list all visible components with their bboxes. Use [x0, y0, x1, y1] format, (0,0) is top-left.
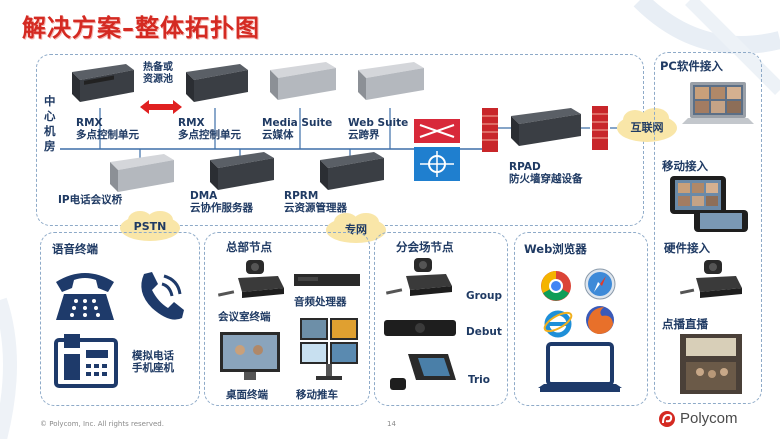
- group-label: Group: [466, 290, 503, 302]
- debut-endpoint-icon: [384, 320, 456, 336]
- dma-server-icon: [210, 152, 274, 190]
- voice-box: [40, 232, 200, 406]
- audio-processor-icon: [294, 274, 360, 286]
- browser-box: [514, 232, 648, 406]
- hotstandby-label: 热备或资源池: [143, 62, 173, 85]
- desktop-endpoint-icon: [220, 332, 280, 380]
- firewall-icon: [592, 106, 608, 150]
- hq-box: [204, 232, 370, 406]
- desk-phone-icon: [56, 273, 114, 320]
- hq-title: 总部节点: [226, 240, 272, 254]
- copyright-text: © Polycom, Inc. All rights reserved.: [40, 420, 164, 428]
- fax-label: 模拟电话手机座机: [132, 350, 174, 374]
- private-net-cloud-icon: [326, 213, 386, 243]
- laptop-icon: [682, 82, 754, 124]
- mobile-cart-icon: [300, 318, 358, 380]
- safari-icon: [584, 268, 616, 300]
- rmx2-server-icon: [186, 64, 248, 102]
- mobile-cart-label: 移动推车: [296, 389, 338, 401]
- mobile-access-title: 移动接入: [662, 159, 708, 173]
- rprm-server-icon: [320, 152, 384, 190]
- chrome-icon: [541, 271, 571, 301]
- handset-icon: [141, 272, 184, 320]
- hardware-access-title: 硬件接入: [664, 241, 710, 255]
- ip-bridge-server-icon: [110, 154, 174, 192]
- web-suite-server-icon: [358, 62, 424, 100]
- conference-endpoint-label: 会议室终端: [218, 311, 271, 323]
- pc-access-title: PC软件接入: [660, 59, 723, 73]
- internet-cloud-icon: [617, 108, 677, 142]
- audio-processor-label: 音频处理器: [294, 296, 347, 308]
- tablet-icon: [670, 176, 726, 214]
- branch-box: [374, 232, 508, 406]
- branch-title: 分会场节点: [396, 240, 454, 254]
- ip-bridge-label: IP电话会议桥: [58, 194, 123, 206]
- trio-label: Trio: [468, 374, 490, 386]
- double-arrow-icon: [140, 100, 182, 114]
- fax-machine-icon: [54, 334, 118, 388]
- debut-label: Debut: [466, 326, 502, 338]
- access-panel-box: [654, 52, 762, 404]
- voice-title: 语音终端: [52, 242, 98, 256]
- datacenter-label: 中心 机房: [44, 94, 56, 153]
- polycom-logo-text: Polycom: [680, 410, 738, 427]
- page-number: 14: [387, 420, 396, 428]
- firefox-icon: [586, 306, 614, 334]
- desktop-endpoint-label: 桌面终端: [226, 389, 268, 401]
- media-suite-server-icon: [270, 62, 336, 100]
- polycom-logo-icon: [659, 411, 675, 427]
- pstn-cloud-icon: [120, 211, 180, 241]
- rpad-server-icon: [511, 108, 581, 146]
- vod-title: 点播直播: [662, 317, 708, 331]
- laptop-browser-icon: [538, 342, 622, 392]
- firewall-icon: [482, 108, 498, 152]
- lecture-photo-icon: [680, 334, 742, 394]
- router-icon: [414, 119, 460, 181]
- video-endpoint-icon: [679, 260, 742, 298]
- trio-phone-icon: [390, 354, 456, 390]
- pstn-label: PSTN: [133, 220, 167, 233]
- conference-endpoint-icon: [217, 260, 284, 298]
- group-endpoint-icon: [385, 258, 452, 296]
- page-title: 解决方案–整体拓扑图: [22, 14, 260, 42]
- rmx1-server-icon: [72, 64, 134, 102]
- browser-title: Web浏览器: [524, 242, 587, 256]
- ie-icon: [543, 310, 573, 338]
- phone-icon: [694, 210, 748, 232]
- internet-label: 互联网: [630, 121, 664, 134]
